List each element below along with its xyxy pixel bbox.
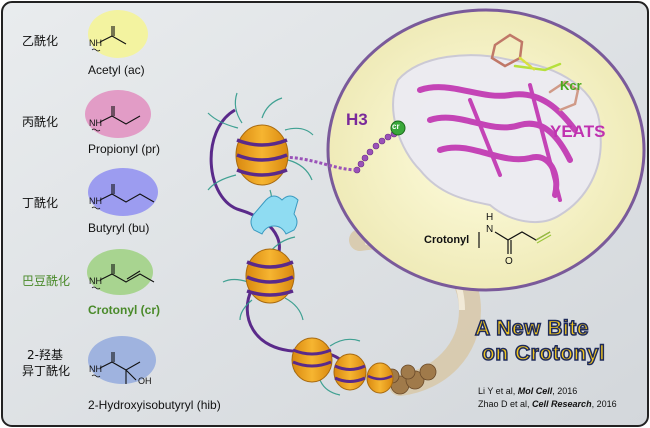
acetyl-nh: NH — [89, 38, 102, 48]
title-line-1: A New Bite — [474, 317, 589, 341]
propionyl-cn-label: 丙酰化 — [22, 115, 59, 129]
hib-structure — [99, 352, 141, 384]
struct-o: O — [505, 256, 513, 267]
hib-cn-line1: 2-羟基 — [27, 348, 63, 362]
butyryl-en-label: Butyryl (bu) — [88, 221, 150, 235]
cr-badge-label: cr — [392, 122, 400, 131]
citation-2-suffix: , 2016 — [591, 399, 617, 409]
crotonyl-nh: NH — [89, 276, 102, 286]
crotonyl-structure — [99, 264, 155, 283]
yeats-surface — [392, 54, 602, 223]
crotonyl-bubble-structure — [478, 231, 552, 254]
reader-protein — [250, 195, 299, 235]
hib-blob — [88, 336, 156, 384]
struct-n: N — [486, 224, 494, 235]
butyryl-structure — [99, 184, 155, 203]
citation-2-journal: Cell Research — [532, 399, 592, 409]
crotonyl-struct-label: Crotonyl — [424, 234, 470, 246]
citation-2-prefix: Zhao D et al, — [478, 399, 533, 409]
citation-1: Li Y et al, Mol Cell, 2016 — [478, 386, 577, 396]
yeats-ribbon — [417, 83, 578, 202]
struct-h: H — [486, 212, 494, 223]
propionyl-nh: NH — [89, 118, 102, 128]
cr-badge — [390, 120, 406, 136]
nucleosome-4 — [333, 353, 367, 391]
acetyl-blob — [88, 10, 148, 58]
propionyl-structure — [99, 106, 141, 125]
nucleosome-1 — [235, 124, 289, 186]
hib-oh: OH — [138, 376, 152, 386]
propionyl-blob — [85, 90, 151, 138]
citation-1-journal: Mol Cell — [517, 386, 553, 396]
crotonyl-blob — [87, 249, 153, 295]
acetyl-structure — [99, 26, 127, 45]
citation-1-suffix: , 2016 — [552, 386, 578, 396]
butyryl-blob — [88, 168, 158, 216]
nucleosome-3 — [291, 337, 333, 383]
h3-label: H3 — [346, 110, 368, 129]
acetyl-cn-label: 乙酰化 — [22, 34, 59, 48]
nucleosome-5 — [366, 362, 394, 394]
hib-nh: NH — [89, 364, 102, 374]
butyryl-cn-label: 丁酰化 — [22, 196, 59, 210]
hib-cn-line2: 异丁酰化 — [22, 364, 71, 378]
crotonyl-en-label: Crotonyl (cr) — [88, 303, 160, 317]
hib-en-label: 2-Hydroxyisobutyryl (hib) — [88, 398, 221, 412]
kcr-label: Kcr — [560, 78, 582, 93]
citation-2: Zhao D et al, Cell Research, 2016 — [478, 399, 617, 409]
nucleosome-2 — [245, 248, 295, 304]
fiber-beads — [384, 363, 437, 395]
title-line-2: on Crotonyl — [481, 342, 606, 366]
crotonyl-cn-label: 巴豆酰化 — [22, 274, 71, 288]
butyryl-nh: NH — [89, 196, 102, 206]
propionyl-en-label: Propionyl (pr) — [88, 142, 161, 156]
citation-1-prefix: Li Y et al, — [478, 386, 518, 396]
kcr-ligand — [490, 33, 580, 112]
acetyl-en-label: Acetyl (ac) — [88, 63, 145, 77]
yeats-label: YEATS — [550, 122, 606, 141]
